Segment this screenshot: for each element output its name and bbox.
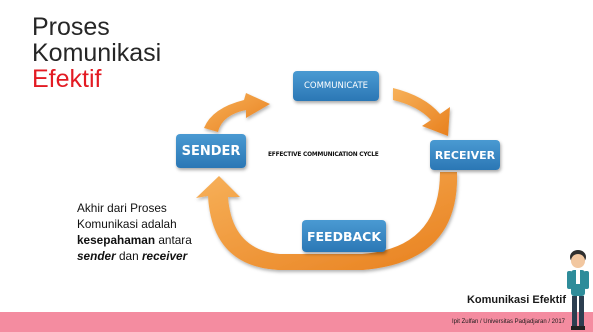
presenter-avatar-icon	[567, 250, 589, 330]
footer-label: Komunikasi Efektif	[466, 294, 566, 306]
communicate-label: COMMUNICATE	[303, 81, 369, 91]
receiver-label: RECEIVER	[434, 148, 496, 162]
sender-node: SENDER	[176, 134, 246, 168]
note-line-2: Komunikasi adalah	[77, 217, 177, 231]
note-sender-term: sender	[77, 249, 116, 263]
title-line-1: Proses	[32, 13, 110, 41]
communicate-node: COMMUNICATE	[293, 71, 379, 101]
note-line-4: sender dan receiver	[77, 248, 192, 264]
note-receiver-term: receiver	[141, 249, 188, 263]
note-dan: dan	[115, 249, 142, 263]
title-line-2: Komunikasi	[32, 39, 162, 67]
arrow-sender-to-communicate	[204, 93, 270, 132]
slide-title: Proses Komunikasi Efektif	[32, 14, 161, 92]
feedback-node: FEEDBACK	[302, 220, 386, 252]
note-line-1: Akhir dari Proses	[77, 201, 167, 215]
receiver-node: RECEIVER	[430, 140, 500, 170]
title-line-3: Efektif	[32, 65, 102, 93]
cycle-center-label: EFFECTIVE COMMUNICATION CYCLE	[268, 150, 379, 158]
sender-label: SENDER	[181, 143, 241, 159]
arrow-receiver-to-sender-arc	[196, 172, 458, 270]
feedback-label: FEEDBACK	[306, 228, 382, 244]
footer-credit: Ipit Zulfan / Universitas Padjadjaran / …	[451, 319, 565, 325]
arrow-communicate-to-receiver	[393, 88, 450, 136]
note-line-3-rest: antara	[155, 233, 192, 247]
note-bold-kesepahaman: kesepahaman	[77, 233, 156, 247]
conclusion-note: Akhir dari Proses Komunikasi adalah kese…	[77, 200, 192, 264]
footer-band	[0, 312, 593, 332]
note-line-3: kesepahaman antara	[77, 232, 192, 248]
